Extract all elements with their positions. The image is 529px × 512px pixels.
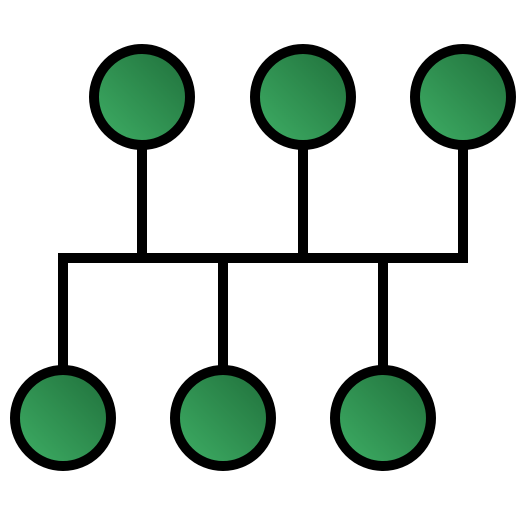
bus-line xyxy=(58,145,468,372)
node-top-3 xyxy=(410,44,516,150)
bus-connections xyxy=(58,145,468,372)
node-bottom-1 xyxy=(10,365,116,471)
node-bottom-2 xyxy=(170,365,276,471)
network-nodes xyxy=(10,44,516,471)
node-top-2 xyxy=(250,44,356,150)
node-top-1 xyxy=(89,44,195,150)
node-bottom-3 xyxy=(330,365,436,471)
